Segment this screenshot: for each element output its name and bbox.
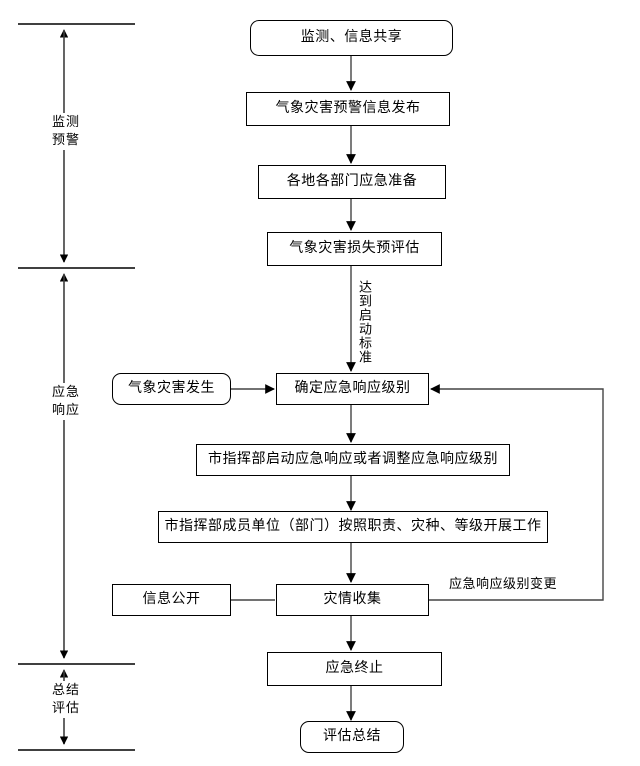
- edge-label-response-level-change: 应急响应级别变更: [449, 573, 558, 592]
- phase-label-summary-evaluation-line2: 评估: [51, 700, 80, 716]
- node-city-hq-member-units-duties[interactable]: 市指挥部成员单位（部门）按照职责、灾种、等级开展工作: [158, 511, 548, 543]
- node-city-hq-activate-or-adjust-response[interactable]: 市指挥部启动应急响应或者调整应急响应级别: [196, 444, 510, 476]
- phase-label-summary-evaluation: 总结 评估: [40, 681, 92, 719]
- phase-label-summary-evaluation-line1: 总结: [51, 683, 80, 698]
- node-assessment-summary[interactable]: 评估总结: [300, 721, 404, 753]
- phase-label-emergency-response-line2: 响应: [51, 402, 80, 418]
- node-weather-disaster-loss-pre-assessment[interactable]: 气象灾害损失预评估: [267, 232, 442, 266]
- phase-label-monitor-warning-line2: 预警: [51, 132, 80, 148]
- phase-label-monitor-warning-line1: 监测: [51, 115, 80, 130]
- node-weather-disaster-occurrence[interactable]: 气象灾害发生: [112, 373, 231, 405]
- phase-label-emergency-response: 应急 响应: [40, 383, 92, 421]
- phase-label-emergency-response-line1: 应急: [51, 385, 80, 400]
- node-determine-response-level[interactable]: 确定应急响应级别: [276, 373, 429, 405]
- node-information-disclosure[interactable]: 信息公开: [112, 584, 231, 616]
- node-disaster-information-collection[interactable]: 灾情收集: [276, 584, 429, 616]
- node-monitoring-information-sharing[interactable]: 监测、信息共享: [250, 20, 453, 56]
- node-local-departments-emergency-preparation[interactable]: 各地各部门应急准备: [258, 165, 446, 199]
- phase-label-monitor-warning: 监测 预警: [40, 113, 92, 151]
- node-emergency-termination[interactable]: 应急终止: [267, 652, 442, 686]
- edge-label-start-criteria: 达到启动标准: [356, 280, 371, 364]
- node-weather-disaster-warning-release[interactable]: 气象灾害预警信息发布: [246, 92, 450, 126]
